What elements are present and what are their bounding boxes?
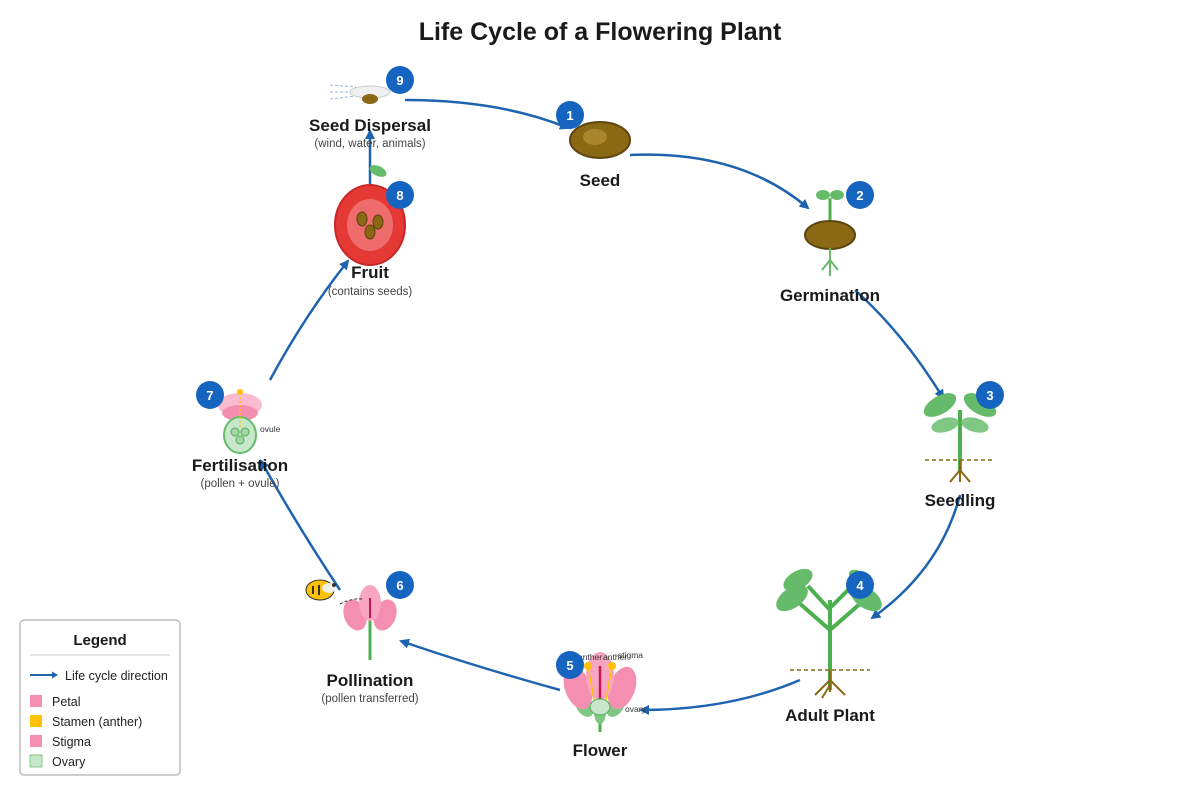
- step-badge: [386, 571, 414, 599]
- diagram-title: Life Cycle of a Flowering Plant: [419, 18, 782, 46]
- stage-name: Flower: [573, 741, 628, 760]
- legend-swatch-stigma: [30, 735, 42, 747]
- root-icon: [949, 460, 971, 483]
- legend: Legend Life cycle direction Petal Stamen…: [19, 619, 181, 776]
- fruit-seed-icon: [356, 211, 368, 227]
- stage-subtitle: (pollen + ovule): [201, 478, 280, 490]
- leaf-icon: [776, 584, 808, 612]
- stage-fruit: Fruit (contains seeds) 8: [328, 165, 414, 298]
- legend-swatch-ovary: [29, 754, 43, 768]
- arrow-pollination-to-fertilisation: [259, 459, 342, 591]
- seed-highlight: [583, 129, 607, 145]
- arrow-adult-to-flower: [639, 678, 801, 715]
- stage-name: Seed Dispersal: [309, 116, 431, 135]
- leaf-icon: [931, 417, 959, 433]
- ovary-label: ovary: [625, 704, 647, 714]
- ovule-icon: [240, 427, 250, 437]
- step-badge: [846, 181, 874, 209]
- root-icon: [821, 248, 839, 276]
- legend-swatch-petal: [30, 695, 42, 707]
- step-badge-number: 5: [566, 658, 573, 673]
- fruit-seed-icon: [364, 224, 376, 240]
- step-badge: [386, 66, 414, 94]
- step-badge: [976, 381, 1004, 409]
- cotyledon-leaf-icon: [830, 190, 844, 200]
- anther-icon: [584, 662, 592, 670]
- stage-fertilisation: ovule Fertilisation (pollen + ovule) 7: [192, 381, 288, 490]
- arrow-seedling-to-adult: [870, 494, 962, 620]
- stage-germination: Germination 2: [780, 181, 880, 305]
- arrow-germination-to-seedling: [854, 289, 945, 400]
- step-badge: [846, 571, 874, 599]
- leaf-icon: [783, 568, 813, 592]
- legend-item-label: Ovary: [52, 755, 86, 769]
- arrow-fertilisation-to-fruit: [268, 259, 350, 381]
- cycle-arrows: [259, 98, 962, 715]
- germinating-seed-icon: [804, 220, 856, 250]
- legend-arrow-head: [52, 671, 58, 679]
- pollen-grain-icon: [237, 389, 243, 395]
- legend-swatch-stamen: [30, 715, 42, 727]
- cotyledon-leaf-icon: [816, 190, 830, 200]
- stage-flower: anther anther stigma ovary Flower 5: [556, 650, 647, 760]
- step-badge: [556, 101, 584, 129]
- legend-item-label: Stamen (anther): [52, 715, 142, 729]
- step-badge-number: 4: [856, 578, 864, 593]
- stage-pollination: Pollination (pollen transferred) 6: [305, 571, 419, 705]
- stamen-filament-icon: [587, 665, 595, 701]
- stage-subtitle: (pollen transferred): [321, 693, 418, 705]
- arrow-dispersal-to-seed: [404, 98, 570, 130]
- legend-box: [19, 619, 181, 776]
- step-badge-number: 7: [206, 388, 213, 403]
- ovary-icon: [589, 698, 611, 716]
- stage-name: Adult Plant: [785, 706, 875, 725]
- step-badge: [556, 651, 584, 679]
- ovule-icon: [230, 427, 240, 437]
- anther-label: anther: [578, 652, 602, 662]
- legend-item-label: Petal: [52, 695, 81, 709]
- stage-name: Seed: [580, 171, 621, 190]
- ovule-label: ovule: [260, 424, 281, 434]
- fruit-seed-icon: [372, 214, 384, 230]
- stage-name: Germination: [780, 286, 880, 305]
- petal-icon: [607, 666, 637, 710]
- stage-subtitle: (wind, water, animals): [314, 138, 425, 150]
- bee-icon: [305, 579, 336, 601]
- step-badge-number: 6: [396, 578, 403, 593]
- step-badge-number: 8: [396, 188, 403, 203]
- stage-seed-dispersal: Seed Dispersal (wind, water, animals) 9: [309, 66, 431, 150]
- stage-name: Fertilisation: [192, 456, 288, 475]
- pollen-path: [339, 598, 363, 605]
- stage-seedling: Seedling 3: [923, 381, 1004, 510]
- step-badge: [386, 181, 414, 209]
- arrow-seed-to-germination: [629, 153, 810, 210]
- anther-icon: [608, 662, 616, 670]
- stage-adult-plant: Adult Plant 4: [776, 568, 882, 725]
- step-badge-number: 2: [856, 188, 863, 203]
- ovule-icon: [235, 435, 245, 445]
- dispersed-seed-icon: [362, 94, 378, 104]
- leaf-icon: [961, 417, 989, 433]
- arrow-flower-to-pollination: [399, 638, 561, 692]
- stage-seed: Seed 1: [556, 101, 631, 190]
- stage-name: Pollination: [327, 671, 414, 690]
- stamen-filament-icon: [605, 665, 613, 701]
- anther-label: anther: [603, 652, 627, 662]
- stigma-label: stigma: [618, 650, 643, 660]
- leaf-icon: [963, 393, 997, 417]
- leaf-icon: [923, 393, 957, 417]
- legend-item-label: Stigma: [52, 735, 91, 749]
- fruit-leaf-icon: [369, 165, 387, 177]
- step-badge-number: 9: [396, 73, 403, 88]
- stage-subtitle: (contains seeds): [328, 286, 413, 298]
- root-icon: [814, 670, 846, 699]
- stage-name: Seedling: [925, 491, 996, 510]
- legend-title: Legend: [73, 632, 126, 649]
- step-badge-number: 3: [986, 388, 993, 403]
- legend-item-label: Life cycle direction: [65, 669, 168, 683]
- step-badge-number: 1: [566, 108, 573, 123]
- stage-name: Fruit: [351, 263, 389, 282]
- step-badge: [196, 381, 224, 409]
